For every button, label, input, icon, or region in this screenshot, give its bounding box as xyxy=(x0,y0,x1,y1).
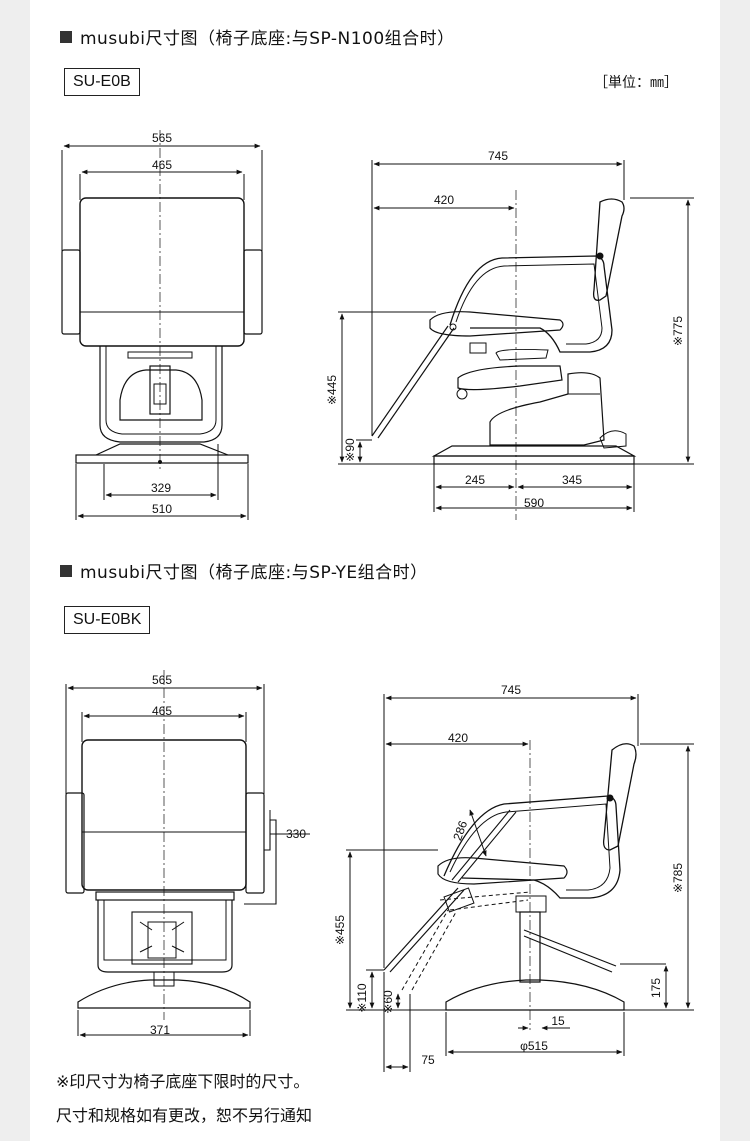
footnote-lower-limit: ※印尺寸为椅子底座下限时的尺寸。 xyxy=(56,1072,310,1091)
section2-drawing: 565 465 330 371 745 420 286 ※785 ※455 17… xyxy=(65,670,694,1072)
unit-label: ［単位：㎜］ xyxy=(594,75,678,91)
dim2-side-foot-75: 75 xyxy=(421,1053,435,1067)
front-view-chair xyxy=(61,130,263,520)
dim2-front-lever: 330 xyxy=(286,827,306,841)
square-bullet-icon xyxy=(60,564,72,577)
dim2-side-seat-height: ※455 xyxy=(333,915,347,945)
section1-title-text: musubi尺寸图（椅子底座:与SP-N100组合时） xyxy=(80,29,455,49)
dim-side-base-front: 245 xyxy=(465,473,485,487)
dim2-side-foot-60: ※60 xyxy=(381,990,395,1014)
footnote-spec-change: 尺寸和规格如有更改，恕不另行通知 xyxy=(56,1106,313,1125)
section2-model-label: SU-E0BK xyxy=(64,606,151,634)
square-bullet-icon xyxy=(60,30,72,43)
dim-side-base-back: 345 xyxy=(562,473,582,487)
dim-side-height: ※775 xyxy=(671,316,685,346)
dim-front-inner: 465 xyxy=(152,158,172,172)
section2-title-text: musubi尺寸图（椅子底座:与SP-YE组合时） xyxy=(80,563,428,583)
section1-title: musubi尺寸图（椅子底座:与SP-N100组合时） xyxy=(60,24,455,49)
dim-front-base-inner: 329 xyxy=(151,481,171,495)
dim-side-seat: 420 xyxy=(434,193,454,207)
dim-side-foot-height: ※90 xyxy=(343,438,357,462)
dim2-side-seat: 420 xyxy=(448,731,468,745)
dim-front-base-outer: 510 xyxy=(152,502,172,516)
dim-side-seat-height: ※445 xyxy=(325,375,339,405)
dim2-side-lever-height: 175 xyxy=(649,978,663,998)
dim-front-outer: 565 xyxy=(152,131,172,145)
dim2-front-base: 371 xyxy=(150,1023,170,1037)
side-view-chair xyxy=(338,160,694,520)
dim2-side-base-diameter: φ515 xyxy=(520,1039,548,1053)
dim2-front-outer: 565 xyxy=(152,673,172,687)
dim-side-depth: 745 xyxy=(488,149,508,163)
dim2-side-depth: 745 xyxy=(501,683,521,697)
front-view-chair-2 xyxy=(65,670,310,1038)
section1-drawing: 565 465 329 510 745 420 ※775 ※445 ※90 24… xyxy=(61,130,694,520)
dim2-side-foot-110: ※110 xyxy=(355,983,369,1013)
dim2-side-footrest: 286 xyxy=(450,819,470,843)
section2-title: musubi尺寸图（椅子底座:与SP-YE组合时） xyxy=(60,558,428,583)
section1-model-label: SU-E0B xyxy=(64,68,140,96)
dim2-front-inner: 465 xyxy=(152,704,172,718)
side-view-chair-2 xyxy=(346,694,694,1072)
content-panel xyxy=(30,0,720,1141)
dim2-side-height: ※785 xyxy=(671,863,685,893)
dim2-side-offset: 15 xyxy=(551,1014,565,1028)
dim-side-base-total: 590 xyxy=(524,496,544,510)
